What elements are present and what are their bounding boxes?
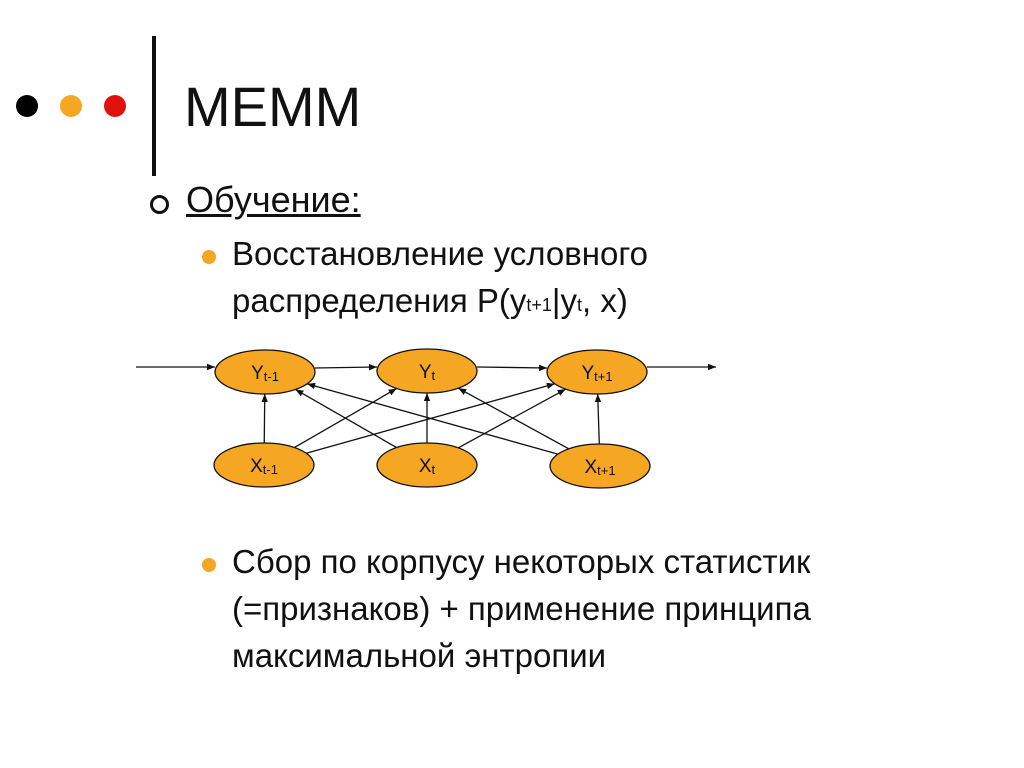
bullet-2-line-3: максимальной энтропии (232, 637, 607, 674)
edge-x2-y1 (295, 388, 397, 449)
node-x1-label: Xt-1 (250, 456, 278, 477)
bullet-text-1: Восстановление условного распределения P… (232, 230, 648, 330)
node-y3: Yt+1 (546, 349, 648, 395)
decor-dot-red (104, 95, 126, 117)
node-y2-label: Yt (419, 362, 436, 383)
edge-x3-y1 (306, 382, 559, 455)
decor-dot-black (16, 95, 38, 117)
slide-title: MEMM (184, 75, 362, 138)
bullet-marker-2 (202, 558, 216, 572)
node-x2-label: Xt (419, 456, 436, 477)
node-y3-label: Yt+1 (581, 363, 612, 384)
node-y2-shape (376, 348, 478, 394)
bullet-2-line-1: Сбор по корпусу некоторых статистик (232, 543, 811, 580)
bullet-2-line-2: (=признаков) + применение принципа (232, 590, 811, 627)
node-x3: Xt+1 (549, 443, 651, 489)
level1-bullet-text: Обучение: (186, 179, 361, 220)
node-y3-shape (546, 349, 648, 395)
bullet-1-line-2: распределения P(yt+1|yt, x) (232, 282, 628, 319)
edge-y2-y3 (476, 364, 548, 372)
node-x1: Xt-1 (213, 442, 315, 488)
bullet-1-line-1: Восстановление условного (232, 235, 648, 272)
bullet-text-2: Сбор по корпусу некоторых статистик (=пр… (232, 538, 811, 679)
node-x3-shape (549, 443, 651, 489)
edge-x3-y3 (594, 393, 602, 445)
node-y1: Yt-1 (214, 349, 316, 395)
edge-x1-y1 (261, 393, 268, 444)
bullet-marker-1 (202, 250, 216, 264)
node-x1-shape (213, 442, 315, 488)
decor-vertical-bar (152, 36, 156, 176)
node-y2: Yt (376, 348, 478, 394)
decor-dot-orange (60, 95, 82, 117)
level1-bullet-marker (150, 195, 169, 214)
node-y1-shape (214, 349, 316, 395)
node-x2: Xt (376, 442, 478, 488)
edge-y1-y2 (314, 363, 378, 371)
node-x2-shape (376, 442, 478, 488)
node-x3-label: Xt+1 (584, 457, 615, 478)
edge-x2-y3 (458, 388, 566, 449)
node-y1-label: Yt-1 (251, 363, 279, 384)
edge-x3-y2 (457, 387, 570, 450)
